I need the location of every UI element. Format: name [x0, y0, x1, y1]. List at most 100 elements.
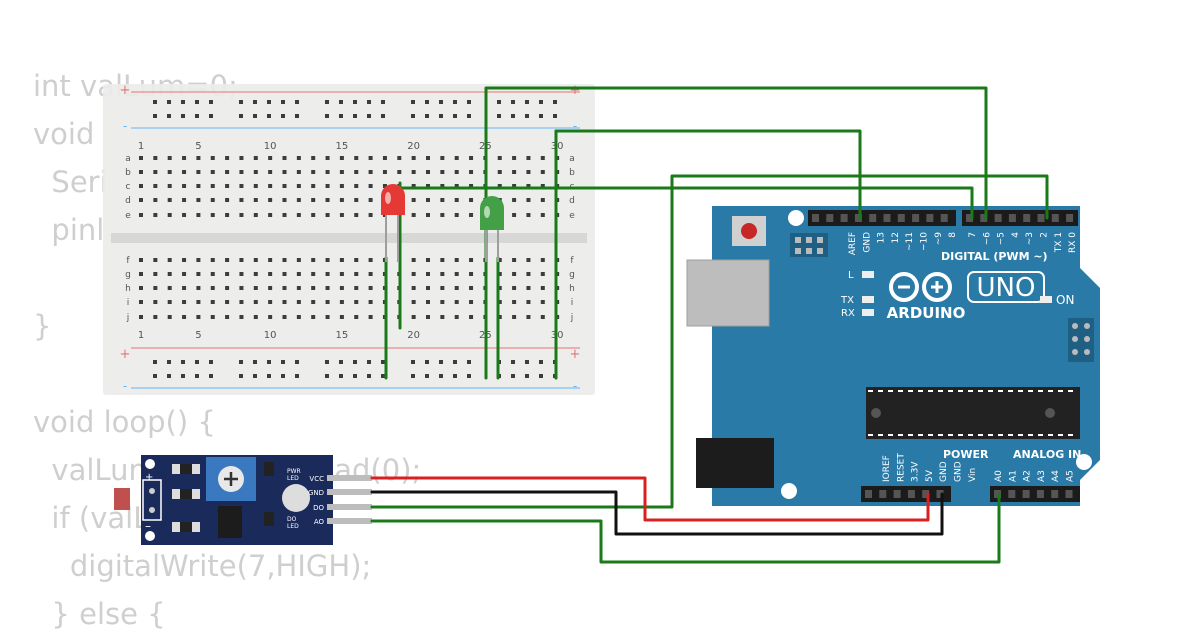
breadboard-hole [339, 156, 344, 160]
breadboard-hole [296, 272, 301, 276]
column-number: 15 [336, 330, 349, 341]
sensor-pin[interactable] [327, 518, 372, 524]
breadboard-hole [354, 198, 359, 202]
breadboard-hole [153, 315, 158, 319]
breadboard-hole [469, 258, 474, 262]
breadboard-hole [153, 170, 158, 174]
rail-hole [425, 360, 429, 364]
wire-green-pin7[interactable] [398, 181, 974, 220]
rail-hole [267, 360, 271, 364]
breadboard-hole [196, 156, 201, 160]
breadboard-hole [225, 184, 230, 188]
breadboard-hole [497, 258, 502, 262]
sensor-plus-label: + [145, 472, 153, 483]
breadboard-hole [512, 184, 517, 188]
row-letter: f [570, 256, 574, 266]
rail-hole [511, 360, 515, 364]
rail-hole [511, 114, 515, 118]
header-pin[interactable] [879, 490, 887, 498]
wire-green-ao[interactable] [370, 492, 1001, 564]
header-pin[interactable] [1036, 490, 1044, 498]
power-pin-label: Vin [968, 468, 978, 482]
sensor-pin[interactable] [327, 475, 372, 481]
green-led[interactable] [480, 196, 504, 262]
arduino-uno-board[interactable]: UNO ARDUINO ON L TX RX DIGITAL (PWM ~) P… [686, 206, 1100, 506]
rail-hole [511, 100, 515, 104]
header-pin[interactable] [926, 214, 934, 222]
header-pin[interactable] [912, 214, 920, 222]
header-pin[interactable] [994, 214, 1002, 222]
rail-hole [425, 114, 429, 118]
header-pin[interactable] [940, 214, 948, 222]
header-pin[interactable] [966, 214, 973, 222]
row-letter: h [125, 284, 131, 294]
breadboard-hole [196, 170, 201, 174]
breadboard-hole [368, 300, 373, 304]
breadboard-hole [196, 184, 201, 188]
header-pin[interactable] [854, 214, 862, 222]
breadboard-hole [368, 170, 373, 174]
rail-hole [425, 100, 429, 104]
header-pin[interactable] [865, 490, 872, 498]
rail-hole [367, 374, 371, 378]
wire-black-gnd[interactable] [370, 490, 944, 536]
sensor-pin[interactable] [327, 489, 372, 495]
header-pin[interactable] [1065, 490, 1073, 498]
rail-hole [525, 100, 529, 104]
wire-green-do[interactable] [370, 174, 1049, 509]
header-pin[interactable] [936, 490, 944, 498]
breadboard-hole [268, 300, 273, 304]
breadboard-hole [311, 213, 316, 217]
header-pin[interactable] [893, 490, 901, 498]
breadboard-hole [182, 286, 187, 290]
breadboard-hole [196, 258, 201, 262]
breadboard-hole [182, 258, 187, 262]
breadboard-hole [282, 198, 287, 202]
header-pin[interactable] [826, 214, 834, 222]
header-pin[interactable] [922, 490, 930, 498]
power-pin-label: 5V [925, 469, 935, 482]
header-pin[interactable] [980, 214, 988, 222]
breadboard-hole [139, 272, 143, 276]
breadboard-hole [182, 315, 187, 319]
red-led[interactable] [381, 184, 405, 262]
header-pin[interactable] [812, 214, 819, 222]
sensor-pin[interactable] [327, 504, 372, 510]
breadboard-hole [440, 272, 445, 276]
breadboard-hole [153, 184, 158, 188]
header-pin[interactable] [907, 490, 915, 498]
breadboard-hole [440, 315, 445, 319]
header-pin[interactable] [869, 214, 877, 222]
header-pin[interactable] [1051, 490, 1059, 498]
rail-plus-label: + [120, 347, 131, 362]
breadboard-hole [426, 258, 430, 262]
breadboard-hole [339, 213, 344, 217]
breadboard-hole [296, 213, 301, 217]
breadboard-hole [311, 170, 316, 174]
rail-hole [239, 374, 243, 378]
reset-button-cap[interactable] [741, 223, 757, 239]
breadboard-hole [497, 184, 502, 188]
header-pin[interactable] [1051, 214, 1059, 222]
breadboard-hole [325, 198, 330, 202]
header-pin[interactable] [1022, 490, 1030, 498]
header-pin[interactable] [897, 214, 905, 222]
row-letter: j [570, 313, 574, 323]
wire-red-vcc[interactable] [370, 476, 930, 522]
row-letter: i [127, 298, 130, 308]
breadboard-hole [210, 170, 215, 174]
header-pin[interactable] [840, 214, 848, 222]
header-pin[interactable] [1023, 214, 1031, 222]
header-pin[interactable] [1066, 214, 1074, 222]
row-letter: e [569, 211, 575, 221]
header-pin[interactable] [1037, 214, 1045, 222]
rail-hole [167, 114, 171, 118]
breadboard-hole [253, 286, 258, 290]
breadboard-hole [311, 286, 316, 290]
header-pin[interactable] [1008, 214, 1016, 222]
header-pin[interactable] [883, 214, 891, 222]
breadboard-hole [268, 258, 273, 262]
header-pin[interactable] [1008, 490, 1016, 498]
